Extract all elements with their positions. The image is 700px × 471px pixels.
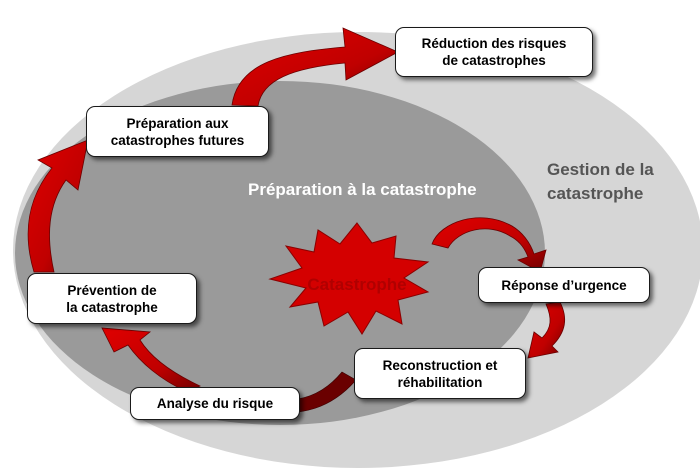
- box-reduction-risques: Réduction des risques de catastrophes: [395, 27, 593, 77]
- arrow-to-reduction: [231, 27, 399, 107]
- catastrophe-label: Catastrophe: [307, 275, 407, 294]
- arrow-to-prevention: [101, 327, 201, 393]
- box-analyse-risque: Analyse du risque: [130, 387, 300, 420]
- arrow-to-reponse: [431, 217, 547, 273]
- catastrophe-burst: [268, 222, 430, 335]
- outer-region-label: Gestion de la catastrophe: [547, 160, 654, 203]
- box-reponse-urgence: Réponse d’urgence: [478, 267, 650, 303]
- arrow-to-reconstruction: [527, 301, 566, 359]
- box-prevention: Prévention de la catastrophe: [27, 273, 197, 324]
- inner-ellipse: [15, 81, 545, 425]
- inner-region-label: Préparation à la catastrophe: [248, 180, 477, 199]
- box-reconstruction: Reconstruction et réhabilitation: [354, 348, 526, 399]
- box-preparation-futures: Préparation aux catastrophes futures: [86, 106, 269, 157]
